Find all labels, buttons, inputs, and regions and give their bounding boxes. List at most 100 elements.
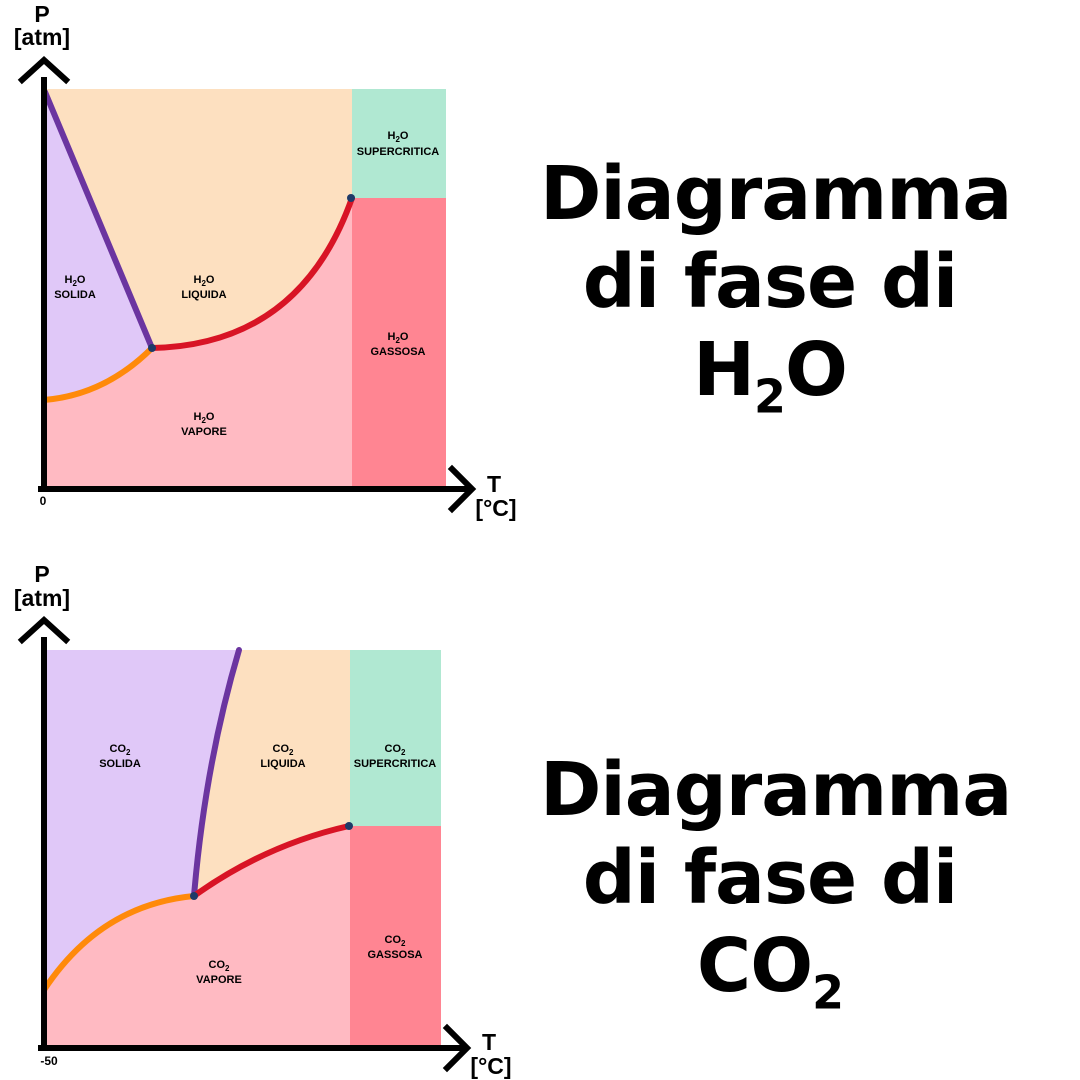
h2o-origin-label: 0: [40, 494, 47, 508]
co2-melting-curve: [191, 647, 242, 899]
formula: H: [65, 274, 73, 286]
phase-name: VAPORE: [196, 974, 242, 986]
formula-sub: 2: [401, 939, 406, 948]
formula-sub: 2: [201, 416, 206, 425]
co2-triple-point: [190, 892, 198, 900]
co2-label-gas: CO2 GASSOSA: [367, 934, 422, 961]
formula-tail: O: [400, 331, 409, 343]
h2o-melting-curve: [42, 89, 155, 351]
co2-axis-x-unit: [°C]: [470, 1053, 511, 1079]
h2o-label-liquid: H2O LIQUIDA: [181, 274, 226, 301]
heading-line-2: di fase di: [582, 239, 959, 325]
svg-text:CO2: CO2: [385, 743, 407, 757]
h2o-region-gas: [352, 198, 446, 486]
h2o-label-supercritical: H2O SUPERCRITICA: [357, 130, 440, 158]
formula-sub: 2: [225, 964, 230, 973]
phase-name: LIQUIDA: [181, 289, 226, 301]
formula: H: [194, 274, 202, 286]
co2-axis-x-label: T: [482, 1029, 496, 1055]
formula-tail: O: [77, 274, 86, 286]
formula-tail: O: [206, 411, 215, 423]
svg-text:CO2: CO2: [385, 934, 407, 948]
formula-sub: 2: [812, 965, 844, 1020]
h2o-triple-point: [148, 344, 156, 352]
phase-name: SOLIDA: [54, 289, 96, 301]
co2-critical-point: [345, 822, 353, 830]
formula-sub: 2: [289, 748, 294, 757]
heading-formula: CO2: [540, 922, 1000, 1015]
formula: CO: [385, 934, 402, 946]
formula-sub: 2: [126, 748, 131, 757]
h2o-axis-x-label: T: [487, 471, 501, 497]
h2o-label-solid: H2O SOLIDA: [54, 274, 96, 301]
formula-sub: 2: [401, 748, 406, 757]
h2o-axis-y-unit: [atm]: [14, 24, 70, 50]
phase-name: GASSOSA: [367, 949, 422, 961]
heading-line-1: Diagramma: [540, 747, 1012, 833]
formula-tail: O: [400, 130, 409, 142]
heading-line-1: Diagramma: [540, 151, 1012, 237]
svg-text:H2O: H2O: [65, 274, 86, 288]
heading-line-2: di fase di: [582, 835, 959, 921]
h2o-region-liquid: [44, 89, 352, 348]
h2o-label-gas: H2O GASSOSA: [370, 331, 425, 358]
co2-axes: [17, 615, 472, 1073]
svg-text:H2O: H2O: [194, 274, 215, 288]
formula-sub: 2: [754, 369, 786, 424]
co2-label-liquid: CO2 LIQUIDA: [260, 743, 305, 770]
formula-main: CO: [696, 923, 813, 1009]
svg-text:CO2: CO2: [273, 743, 295, 757]
formula: CO: [273, 743, 290, 755]
svg-text:CO2: CO2: [110, 743, 132, 757]
phase-name: SOLIDA: [99, 758, 141, 770]
co2-label-vapor: CO2 VAPORE: [196, 959, 242, 986]
co2-label-solid: CO2 SOLIDA: [99, 743, 141, 770]
h2o-region-solid: [44, 89, 152, 400]
h2o-boiling-curve: [149, 195, 355, 351]
svg-text:H2O: H2O: [388, 130, 409, 144]
co2-origin-label: -50: [40, 1054, 58, 1068]
co2-axis-y-label: P: [34, 561, 49, 587]
co2-heading: Diagramma di fase di CO2: [540, 746, 1012, 1015]
svg-text:H2O: H2O: [194, 411, 215, 425]
co2-sublimation-curve: [41, 893, 197, 993]
h2o-sublimation-curve: [41, 345, 155, 403]
formula: CO: [385, 743, 402, 755]
h2o-heading: Diagramma di fase di H2O: [540, 150, 1012, 419]
formula-sub: 2: [395, 135, 400, 144]
co2-boiling-curve: [191, 823, 352, 899]
h2o-region-supercritical: [352, 89, 446, 198]
phase-name: SUPERCRITICA: [357, 146, 440, 158]
h2o-axes: [17, 55, 477, 514]
formula-sub: 2: [72, 279, 77, 288]
formula-tail: O: [784, 327, 848, 413]
formula: CO: [110, 743, 127, 755]
formula-main: H: [693, 327, 755, 413]
co2-region-solid: [44, 650, 239, 990]
co2-region-gas: [350, 826, 441, 1045]
formula-sub: 2: [395, 336, 400, 345]
h2o-phase-diagram: P [atm] T [°C] 0 H2O SOLIDA H2O LIQUIDA …: [14, 1, 517, 521]
formula: CO: [209, 959, 226, 971]
formula: H: [194, 411, 202, 423]
heading-formula: H2O: [540, 326, 1000, 419]
formula: H: [388, 130, 396, 142]
h2o-axis-x-unit: [°C]: [475, 495, 516, 521]
phase-name: VAPORE: [181, 426, 227, 438]
phase-name: GASSOSA: [370, 346, 425, 358]
h2o-axis-y-label: P: [34, 1, 49, 27]
svg-text:CO2: CO2: [209, 959, 231, 973]
phase-name: SUPERCRITICA: [354, 758, 437, 770]
co2-phase-diagram: P [atm] T [°C] -50 CO2 SOLIDA CO2 LIQUID…: [14, 561, 512, 1079]
formula-sub: 2: [201, 279, 206, 288]
h2o-critical-point: [347, 194, 355, 202]
co2-label-supercritical: CO2 SUPERCRITICA: [354, 743, 437, 770]
formula-tail: O: [206, 274, 215, 286]
co2-region-supercritical: [350, 650, 441, 826]
phase-name: LIQUIDA: [260, 758, 305, 770]
svg-text:H2O: H2O: [388, 331, 409, 345]
h2o-label-vapor: H2O VAPORE: [181, 411, 227, 438]
formula: H: [388, 331, 396, 343]
co2-axis-y-unit: [atm]: [14, 585, 70, 611]
